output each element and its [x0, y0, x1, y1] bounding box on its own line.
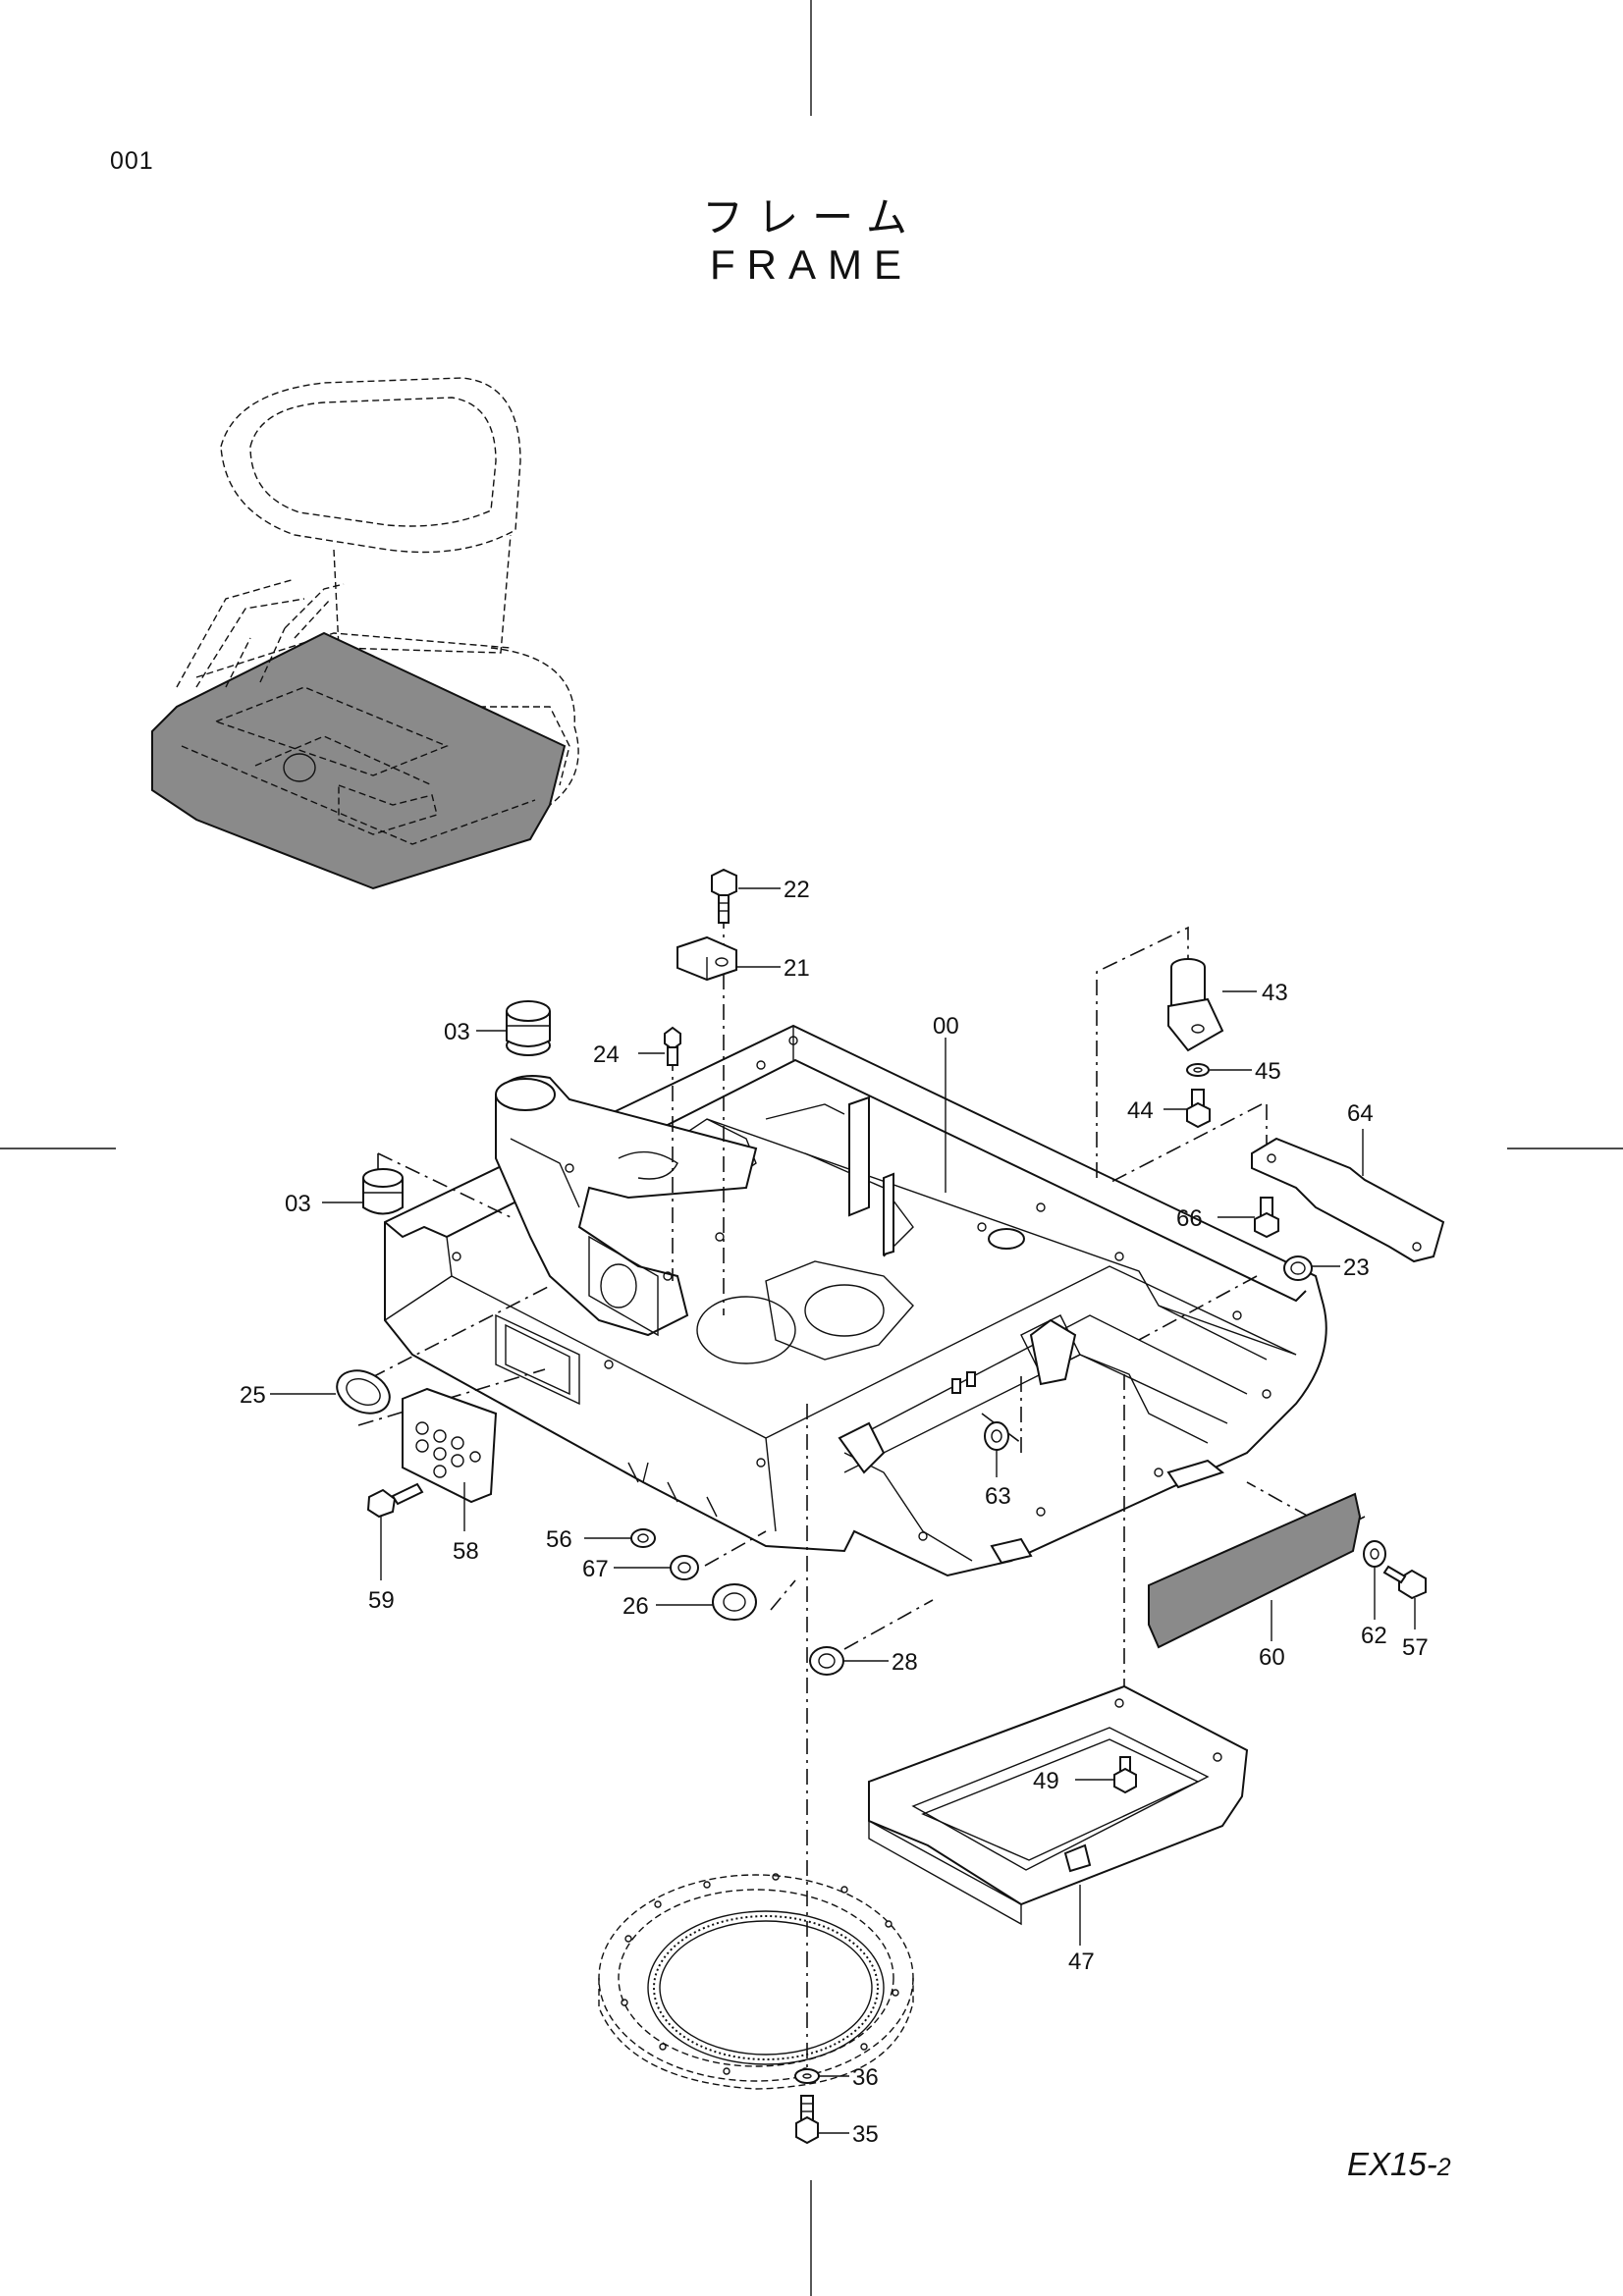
callout-36: 36	[852, 2064, 879, 2091]
callout-22: 22	[784, 877, 810, 903]
callout-21: 21	[784, 955, 810, 982]
part-22-bolt	[711, 868, 737, 924]
part-03-bush-upper	[506, 1000, 551, 1056]
part-60-plate	[1148, 1492, 1362, 1649]
part-44-bolt	[1186, 1089, 1211, 1129]
upper-frame-body	[384, 1024, 1327, 1577]
part-24-plug	[664, 1026, 681, 1066]
callout-26: 26	[622, 1593, 649, 1620]
part-58-cover	[402, 1387, 498, 1504]
part-28-grommet	[809, 1646, 844, 1676]
small-bolts	[951, 1371, 976, 1394]
callout-24: 24	[593, 1041, 620, 1068]
part-26-grommet	[712, 1583, 757, 1621]
callout-56: 56	[546, 1526, 572, 1553]
callout-labels: 22 21 43 45 44 64 00 03 24 03 66 23 25 6…	[240, 877, 1429, 2148]
callout-44: 44	[1127, 1097, 1154, 1124]
page-number: 001	[110, 147, 154, 175]
swing-bearing-ring	[598, 1873, 914, 2090]
title-japanese: フレーム	[702, 193, 921, 241]
leader-lines	[270, 887, 1416, 2134]
part-63-plug	[984, 1421, 1009, 1451]
callout-28: 28	[892, 1649, 918, 1676]
callout-45: 45	[1255, 1058, 1281, 1085]
callout-25: 25	[240, 1382, 266, 1409]
part-47-under-cover	[868, 1684, 1249, 1926]
callout-59: 59	[368, 1587, 395, 1614]
callout-66: 66	[1176, 1205, 1203, 1232]
callout-03-upper: 03	[444, 1019, 470, 1045]
callout-23: 23	[1343, 1255, 1370, 1281]
callout-58: 58	[453, 1538, 479, 1565]
callout-35: 35	[852, 2121, 879, 2148]
part-23-grommet	[1283, 1255, 1313, 1281]
part-43-pin-bracket	[1167, 958, 1224, 1052]
callout-63: 63	[985, 1483, 1011, 1510]
callout-60: 60	[1259, 1644, 1285, 1671]
document-code: EX15-2	[1347, 2146, 1451, 2183]
callout-62: 62	[1361, 1623, 1387, 1649]
callout-03-lower: 03	[285, 1191, 311, 1217]
part-64-plate	[1251, 1137, 1445, 1263]
callout-64: 64	[1347, 1100, 1374, 1127]
machine-overview-illustration	[151, 377, 579, 890]
part-35-bolt	[795, 2095, 819, 2145]
title-english: FRAME	[710, 241, 913, 288]
callout-49: 49	[1033, 1768, 1059, 1794]
part-45-washer	[1186, 1063, 1210, 1077]
callout-47: 47	[1068, 1949, 1095, 1975]
callout-00: 00	[933, 1013, 959, 1040]
part-57-bolt	[1382, 1565, 1427, 1600]
part-66-bolt	[1254, 1197, 1279, 1239]
part-36-washer	[794, 2068, 820, 2084]
part-49-bolt	[1113, 1756, 1137, 1794]
part-59-bolt	[366, 1482, 424, 1519]
part-25-grommet	[336, 1369, 391, 1415]
part-56-grommet	[630, 1528, 656, 1548]
part-03-bush-lower	[362, 1168, 404, 1215]
document-code-main: EX15-	[1347, 2146, 1437, 2182]
document-code-sub: 2	[1436, 2154, 1451, 2181]
callout-67: 67	[582, 1556, 609, 1582]
callout-57: 57	[1402, 1634, 1429, 1661]
part-67-grommet	[670, 1555, 699, 1580]
part-21-block	[676, 935, 737, 982]
callout-43: 43	[1262, 980, 1288, 1006]
part-62-washer	[1363, 1540, 1386, 1568]
